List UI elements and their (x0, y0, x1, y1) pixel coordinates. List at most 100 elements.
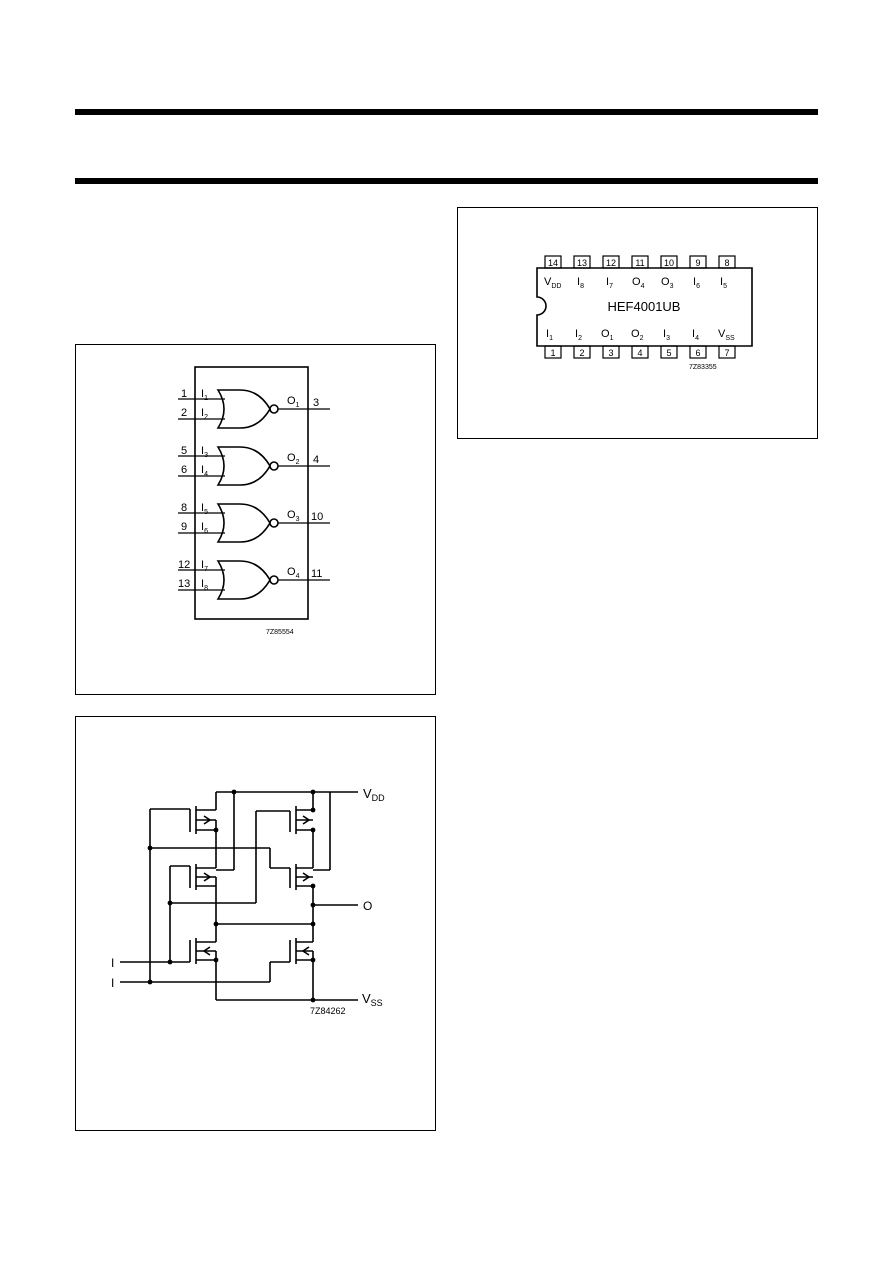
gate1-pin-b: 2 (181, 407, 187, 419)
pin-box-3 (602, 345, 620, 359)
input-label-2: I (111, 976, 114, 990)
vdd-label: V (363, 786, 372, 801)
pin-num-10: 10 (664, 258, 674, 268)
svg-text:I5: I5 (201, 502, 208, 516)
bottom-label-6: I (692, 328, 695, 340)
pin-num-8: 8 (724, 258, 729, 268)
pin-num-5: 5 (666, 348, 671, 358)
bottom-label-7: V (718, 328, 726, 340)
gate3-out-pin: 10 (311, 511, 323, 523)
top-label-10: O (661, 276, 670, 288)
svg-text:O1: O1 (601, 328, 614, 342)
top-label-8: I (720, 276, 723, 288)
pin-num-7: 7 (724, 348, 729, 358)
gate1-in-a-label: I (201, 388, 204, 400)
gate2-in-b-label: I (201, 464, 204, 476)
pin-box-10 (660, 255, 678, 269)
svg-text:I2: I2 (575, 328, 582, 342)
gate3-in-a-sub: 5 (204, 509, 208, 516)
gate2-out-pin: 4 (313, 454, 319, 466)
device-name: HEF4001UB (608, 299, 681, 314)
svg-text:O3: O3 (661, 276, 674, 290)
gate1-in-b-label: I (201, 407, 204, 419)
nor-gate-3-body (216, 503, 271, 543)
svg-text:I3: I3 (201, 445, 208, 459)
nor-gate-1-bubble (269, 404, 279, 414)
gate2-pin-a: 5 (181, 445, 187, 457)
pin-box-14 (544, 255, 562, 269)
gate4-in-a-label: I (201, 559, 204, 571)
gate4-pin-a: 12 (178, 559, 190, 571)
svg-text:I8: I8 (577, 276, 584, 290)
logic-diagram-frame (75, 344, 436, 695)
gate4-out-pin: 11 (311, 568, 322, 580)
pin-num-13: 13 (577, 258, 587, 268)
dip-package-outline (536, 267, 753, 347)
bottom-label-5: I (663, 328, 666, 340)
gate1-in-b-sub: 2 (204, 414, 208, 421)
nor-gate-3: 8 9 I5 I6 O3 10 (178, 502, 330, 543)
gate2-pin-b: 6 (181, 464, 187, 476)
pin-num-2: 2 (579, 348, 584, 358)
logic-ref-code: 7Z85554 (266, 629, 294, 636)
schematic-diagram-frame (75, 716, 436, 1131)
pinning-diagram-frame (457, 207, 818, 439)
pin-num-9: 9 (695, 258, 700, 268)
vdd-sub: DD (372, 793, 385, 803)
input-label-1: I (111, 956, 114, 970)
pin-box-12 (602, 255, 620, 269)
output-label: O (363, 899, 372, 913)
svg-text:I7: I7 (606, 276, 613, 290)
pin-box-1 (544, 345, 562, 359)
bottom-label-4: O (631, 328, 640, 340)
gate2-in-b-sub: 4 (204, 471, 208, 478)
pin-num-11: 11 (635, 258, 644, 268)
top-label-11: O (632, 276, 641, 288)
gate4-in-b-sub: 8 (204, 585, 208, 592)
nor-gate-1: 1 2 I1 I2 O1 3 (178, 388, 330, 429)
svg-text:I8: I8 (201, 578, 208, 592)
gate1-out-label: O (287, 395, 296, 407)
nor-gate-3-bubble (269, 518, 279, 528)
pinning-ref-code: 7Z83355 (689, 364, 717, 371)
nor-gate-2-body (216, 446, 271, 486)
pin-box-9 (689, 255, 707, 269)
pin-num-12: 12 (606, 258, 616, 268)
svg-text:O1: O1 (287, 395, 300, 409)
svg-text:VDD: VDD (363, 786, 385, 803)
gate1-pin-a: 1 (181, 388, 187, 400)
nor-gate-2: 5 6 I3 I4 O2 4 (178, 445, 330, 486)
top-label-14: V (544, 276, 552, 288)
bottom-label-3: O (601, 328, 610, 340)
nor-gate-4: 12 13 I7 I8 O4 11 (178, 559, 330, 600)
svg-text:O2: O2 (287, 452, 300, 466)
gate2-in-a-sub: 3 (204, 452, 208, 459)
logic-package-outline (194, 366, 309, 620)
schematic-diagram: VDD (111, 786, 385, 1016)
pin-num-4: 4 (637, 348, 642, 358)
top-label-13: I (577, 276, 580, 288)
gate4-in-b-label: I (201, 578, 204, 590)
pin-num-3: 3 (608, 348, 613, 358)
gate3-out-label: O (287, 509, 296, 521)
svg-text:VDD: VDD (544, 276, 561, 290)
nor-gate-4-body (216, 560, 271, 600)
top-label-12: I (606, 276, 609, 288)
svg-text:VSS: VSS (718, 328, 735, 342)
pin-box-7 (718, 345, 736, 359)
gate4-pin-b: 13 (178, 578, 190, 590)
gate3-in-a-label: I (201, 502, 204, 514)
svg-text:I6: I6 (201, 521, 208, 535)
vss-sub: SS (371, 998, 383, 1008)
gate1-out-sub: 1 (296, 402, 300, 409)
gate3-pin-a: 8 (181, 502, 187, 514)
gate4-out-label: O (287, 566, 296, 578)
svg-text:I4: I4 (201, 464, 208, 478)
svg-text:I4: I4 (692, 328, 699, 342)
pin-box-2 (573, 345, 591, 359)
pinning-diagram: 14 13 12 11 10 9 8 VDD I8 I7 O4 O3 I6 I5… (536, 255, 753, 371)
gate4-in-a-sub: 7 (204, 566, 208, 573)
svg-text:I5: I5 (720, 276, 727, 290)
bottom-label-1: I (546, 328, 549, 340)
nor-gate-2-bubble (269, 461, 279, 471)
